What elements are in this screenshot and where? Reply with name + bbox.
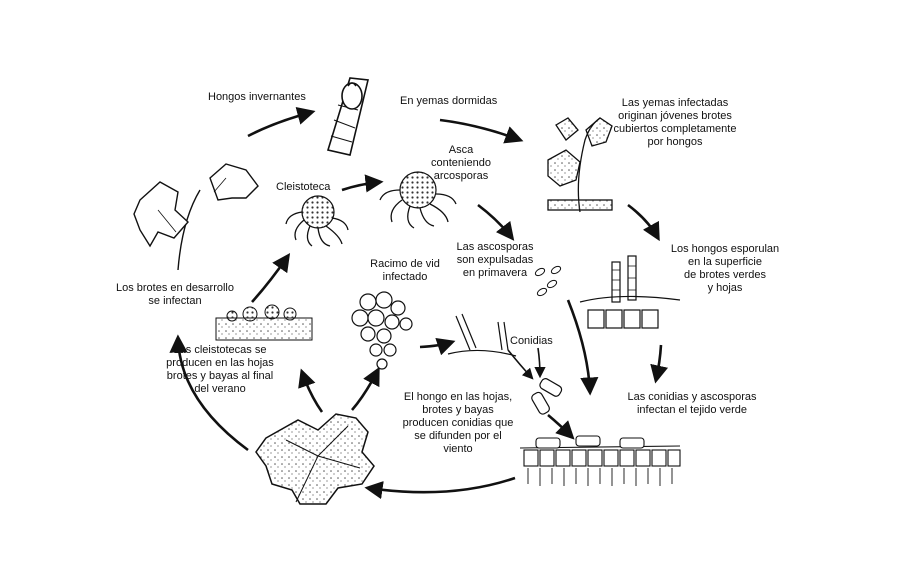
arrow-buds-to-sporulate: [627, 203, 660, 242]
arrow-shoots-to-overwinter: [247, 107, 316, 138]
label-hongos-esporulan: Los hongos esporulan en la superficie de…: [670, 243, 780, 294]
label-hongos-invernantes: Hongos invernantes: [208, 91, 306, 103]
label-yemas-infectadas: Las yemas infectadas originan jóvenes br…: [613, 97, 737, 148]
developing-shoot: [133, 163, 259, 271]
arrow-cleistoteca-to-asca: [341, 174, 384, 193]
label-cleistotecas-producen: Las cleistotecas se producen en las hoja…: [166, 344, 274, 395]
arrow-asca-to-spores: [477, 203, 515, 241]
label-en-yemas-dormidas: En yemas dormidas: [400, 95, 498, 107]
conidia: [531, 378, 563, 415]
infected-leaf: [255, 413, 375, 505]
label-asca: Asca conteniendo arcosporas: [431, 144, 491, 182]
arrow-sporulate-to-infect: [650, 344, 669, 384]
conidiophores: [447, 313, 517, 357]
label-conidias: Conidias: [510, 335, 553, 347]
arrow-grapes-to-conidia: [419, 337, 456, 356]
asca-body: [379, 171, 457, 229]
arrow-leaf-to-shoots: [169, 334, 249, 452]
label-conidias-ascosporas: Las conidias y ascosporas infectan el te…: [627, 391, 757, 416]
label-racimo: Racimo de vid infectado: [370, 258, 440, 283]
arrow-leaf-to-cleisto: [298, 368, 324, 413]
ascospores: [534, 265, 562, 297]
arrow-cleisto-up: [251, 253, 291, 303]
sporulating-fungus: [579, 255, 681, 329]
label-hongo-hojas: El hongo en las hojas, brotes y bayas pr…: [402, 391, 514, 455]
arrow-conidia-to-tissue: [547, 414, 575, 440]
label-cleistoteca: Cleistoteca: [276, 181, 331, 193]
label-brotes-desarrollo: Los brotes en desarrollo se infectan: [115, 282, 234, 307]
cycle-arrows: [169, 107, 669, 500]
arrow-spores-to-tissue: [566, 299, 599, 396]
arrow-tissue-to-leaf: [364, 476, 516, 500]
arrow-overwinter-to-buds: [439, 118, 524, 144]
arrow-conidias-label: [534, 347, 546, 379]
cleistoteca-body: [285, 195, 349, 247]
infected-tissue: [519, 435, 681, 486]
arrow-leaf-to-grapes: [351, 366, 380, 411]
grape-cluster: [351, 291, 413, 370]
overwintering-twig: [326, 77, 369, 156]
cleistothecia-on-tissue: [215, 304, 313, 341]
label-ascosporas-expulsadas: Las ascosporas son expulsadas en primave…: [456, 241, 534, 279]
arrow-conidias-label-2: [507, 349, 534, 380]
infected-shoot: [547, 117, 613, 213]
